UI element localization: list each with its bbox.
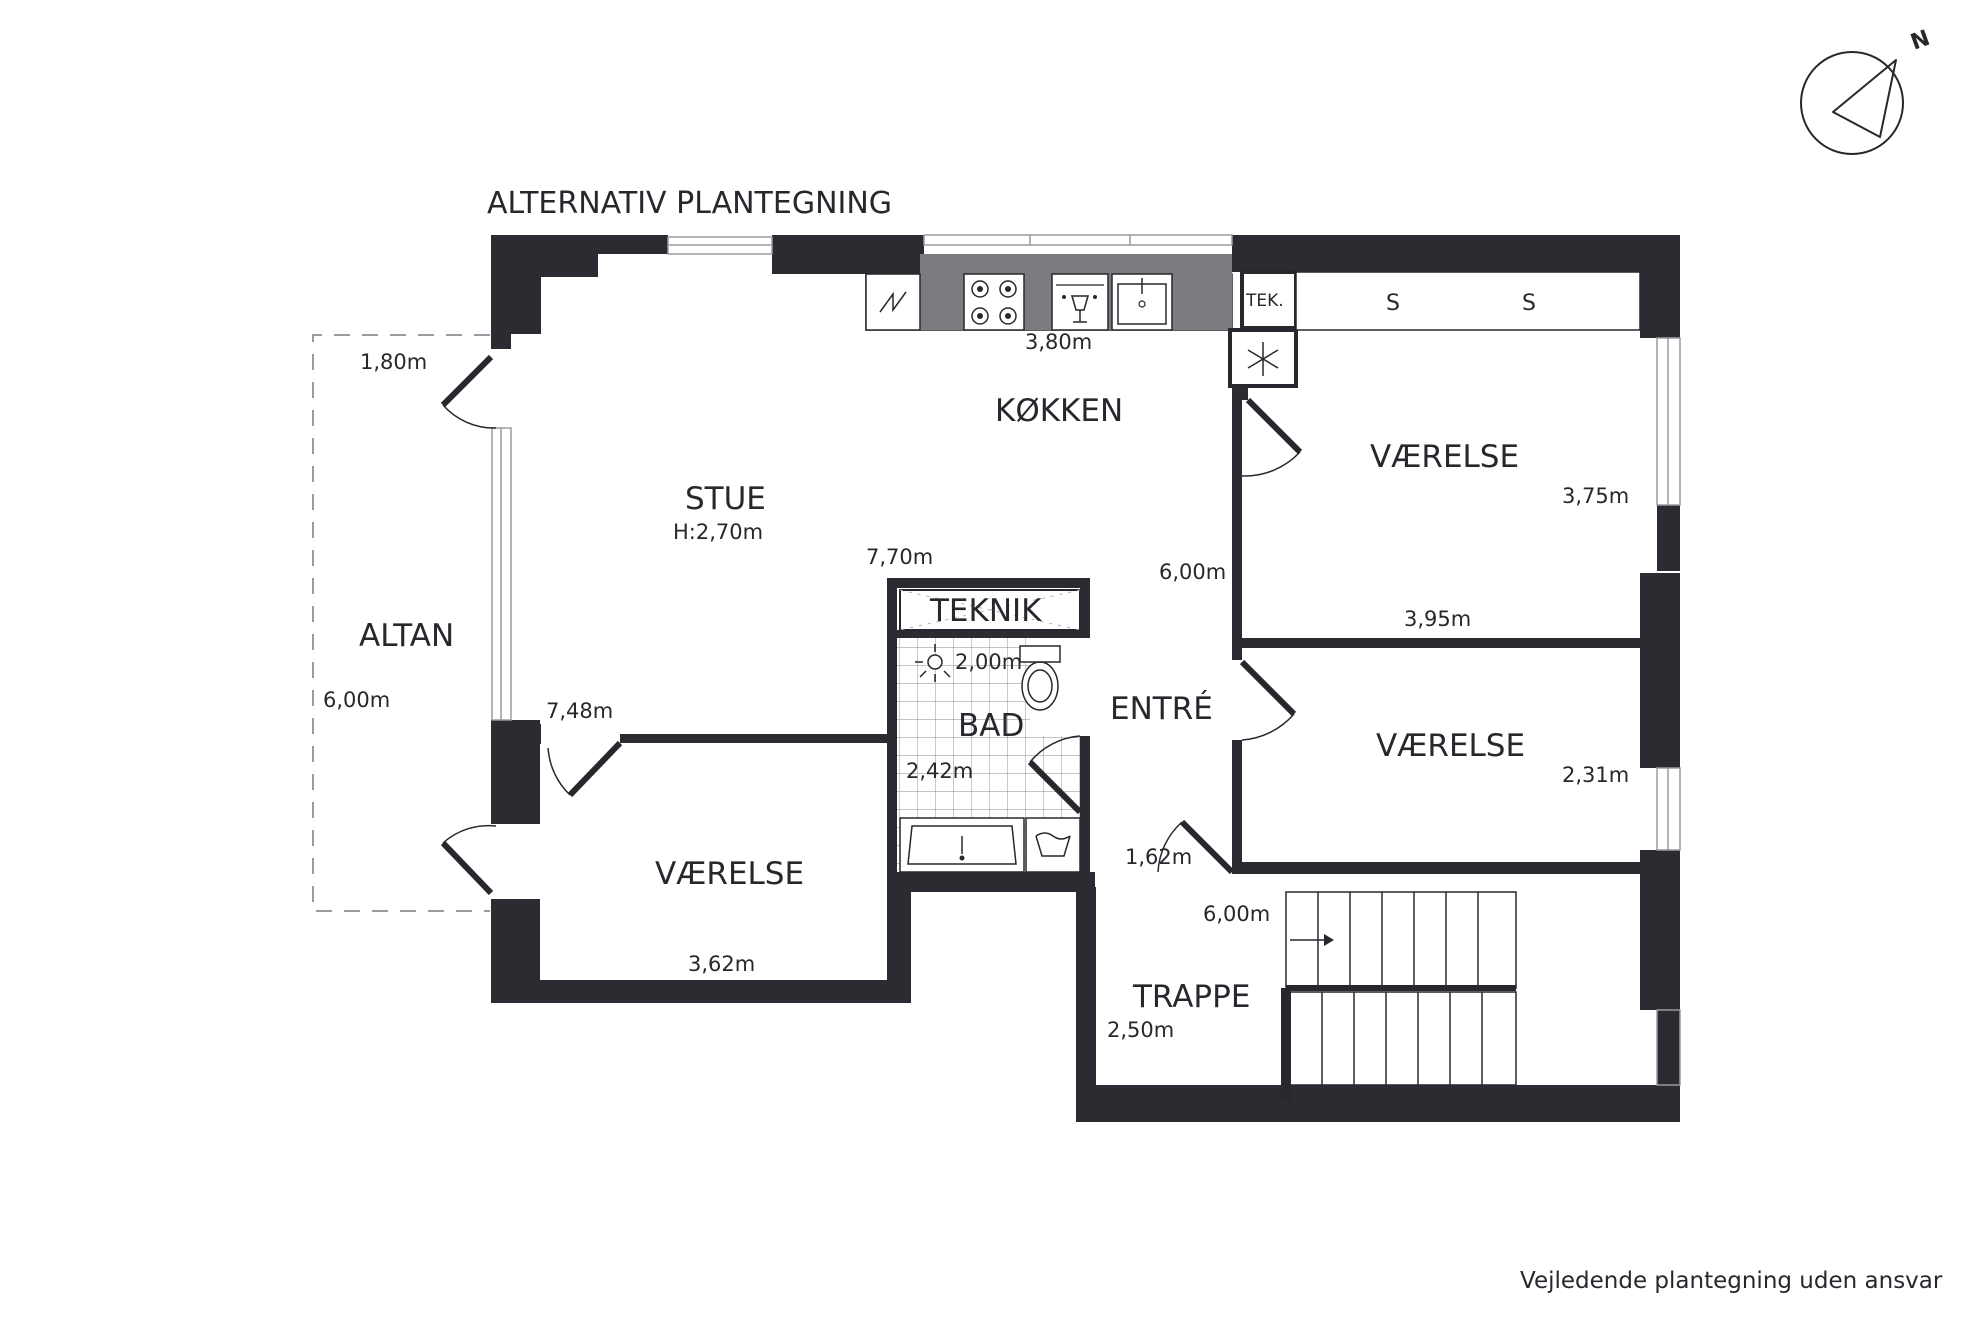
dishwasher-icon [1051, 273, 1109, 331]
doors [440, 354, 1303, 896]
room-label-technical: TEKNIK [929, 593, 1042, 629]
sink-icon [1111, 273, 1173, 331]
tech-cabinet-label: TEK. [1245, 291, 1284, 311]
north-arrow-icon [1832, 59, 1897, 138]
dim-bath-depth: 2,42m [906, 759, 973, 783]
compass: N [1800, 26, 1934, 155]
dim-balcony-length: 6,00m [323, 688, 390, 712]
dim-stairs-length: 6,00m [1203, 902, 1270, 926]
freezer-icon [1228, 328, 1298, 388]
dim-living-width: 7,48m [546, 699, 613, 723]
dim-bedroom-rt-depth: 3,75m [1562, 484, 1629, 508]
room-label-bedroom-left: VÆRELSE [655, 856, 804, 892]
staircase [1281, 891, 1517, 1100]
disclaimer: Vejledende plantegning uden ansvar [1520, 1268, 1943, 1294]
stove-icon [963, 273, 1025, 331]
room-label-kitchen: KØKKEN [995, 393, 1123, 429]
balcony-outline [312, 334, 490, 912]
dim-kitchen-width: 3,80m [1025, 330, 1092, 354]
north-label: N [1908, 26, 1934, 56]
technical-closet [899, 589, 1081, 631]
dim-bedroom-rb-depth: 2,31m [1562, 763, 1629, 787]
wardrobe: S S [1295, 271, 1641, 331]
wardrobe-label-2: S [1522, 291, 1536, 316]
room-height-living: H:2,70m [673, 520, 763, 544]
tech-cabinet: TEK. [1240, 270, 1298, 330]
dim-hall-width: 1,62m [1125, 845, 1192, 869]
room-label-living: STUE [685, 481, 766, 517]
stair-direction-arrow-icon [1290, 934, 1334, 946]
dim-bath-width: 2,00m [955, 650, 1022, 674]
room-label-entrance: ENTRÉ [1110, 691, 1213, 727]
bathroom [897, 638, 1081, 873]
dim-bedroom-left-width: 3,62m [688, 952, 755, 976]
shower-icon [915, 644, 951, 682]
room-label-stairs: TRAPPE [1132, 979, 1250, 1015]
dim-balcony-width: 1,80m [360, 350, 427, 374]
plan-title: ALTERNATIV PLANTEGNING [487, 186, 892, 221]
washbasin-icon [899, 817, 1025, 873]
windows [491, 234, 1681, 1086]
walls [491, 235, 1680, 1122]
dim-bedroom-rt-width: 3,95m [1404, 607, 1471, 631]
room-label-balcony: ALTAN [359, 618, 454, 654]
washing-machine-icon [1025, 817, 1081, 873]
room-label-bedroom-right-top: VÆRELSE [1370, 439, 1519, 475]
dim-living-depth: 7,70m [866, 545, 933, 569]
room-label-bath: BAD [958, 708, 1024, 744]
wardrobe-label-1: S [1386, 291, 1400, 316]
toilet-icon [1019, 645, 1061, 711]
kitchen-counter [865, 254, 1233, 331]
dim-stairs-width: 2,50m [1107, 1018, 1174, 1042]
dim-entrance-length: 6,00m [1159, 560, 1226, 584]
room-label-bedroom-right-bottom: VÆRELSE [1376, 728, 1525, 764]
